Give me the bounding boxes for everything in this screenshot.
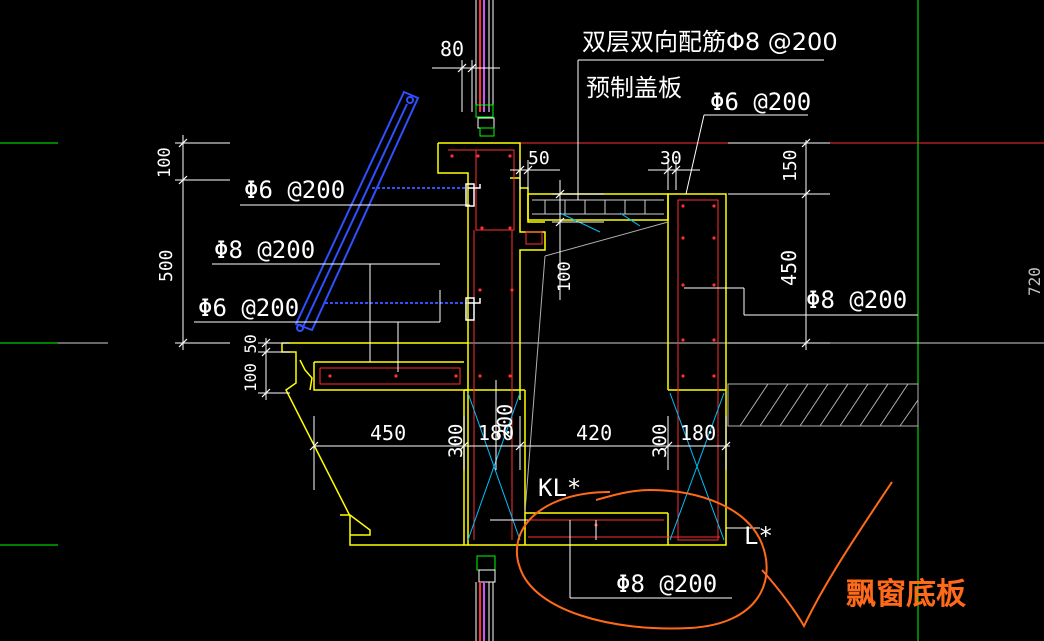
beam-kl-label: KL* [538, 474, 581, 502]
dim-50-top: 50 [528, 148, 550, 169]
window-frame-top [475, 0, 495, 137]
dim-420: 420 [576, 421, 612, 445]
dim-80: 80 [440, 37, 464, 61]
annotation-circle [515, 488, 768, 630]
dim-180-a: 180 [478, 421, 514, 445]
column-cross-marks [467, 212, 725, 541]
dim-200: 200 [493, 404, 517, 440]
dim-450-bottom: 450 [370, 421, 406, 445]
dimension-ticks [178, 63, 811, 451]
precast-slab-hatch [532, 199, 664, 215]
rebar-left-2-label: Φ8 @200 [214, 236, 315, 264]
dim-150: 150 [780, 149, 801, 182]
rebar-left-1-label: Φ6 @200 [244, 176, 345, 204]
precast-cover-label: 预制盖板 [586, 74, 682, 102]
dimension-lines [175, 59, 918, 599]
annotation-checkmark [761, 481, 893, 629]
rebar-top-right-label: Φ6 @200 [710, 88, 811, 116]
dim-450-right: 450 [777, 250, 801, 286]
handwritten-label: 飘窗底板 [846, 577, 966, 612]
dim-720-edge: 720 [1025, 267, 1044, 296]
slanted-guide-lines [524, 221, 669, 513]
rebar-hooks [465, 183, 481, 321]
rebar-right-label: Φ8 @200 [806, 286, 907, 314]
handwritten-annotation [515, 481, 893, 630]
dim-30: 30 [660, 148, 682, 169]
rebar-left-3-label: Φ6 @200 [198, 294, 299, 322]
right-floor-slab-hatch [727, 383, 919, 427]
dim-300-a: 300 [445, 424, 467, 458]
dim-100-mid: 100 [555, 261, 575, 292]
rebar-dots [328, 154, 716, 527]
window-frame-bottom [475, 555, 496, 641]
dim-300-b: 300 [649, 424, 671, 458]
inclined-sunshade-panel [294, 90, 468, 332]
dim-100-left: 100 [155, 147, 175, 178]
concrete-section-outlines [281, 142, 727, 546]
green-reference-lines [0, 0, 919, 641]
title-rebar-label: 双层双向配筋Φ8 @200 [582, 28, 838, 56]
dim-180-b: 180 [680, 421, 716, 445]
dim-500: 500 [156, 249, 177, 282]
dim-100-50: 100 50 [241, 334, 260, 392]
rebar-bottom-label: Φ8 @200 [616, 570, 717, 598]
